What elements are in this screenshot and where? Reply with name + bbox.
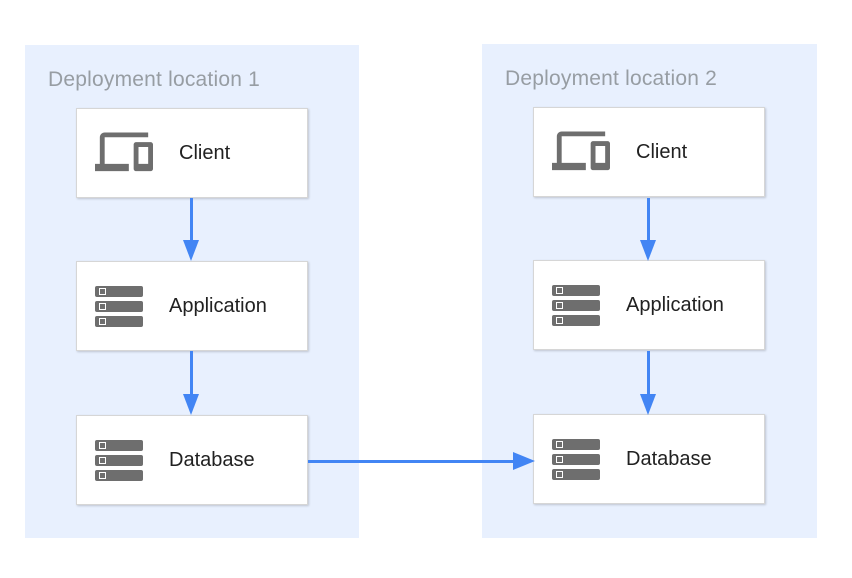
node-label: Database xyxy=(169,448,255,471)
server-stack-icon xyxy=(552,438,600,480)
arrowhead-down-icon xyxy=(183,240,199,261)
devices-icon xyxy=(95,132,153,172)
node-client-1: Client xyxy=(76,108,308,198)
arrowhead-down-icon xyxy=(640,394,656,415)
node-label: Client xyxy=(179,141,231,164)
arrow-client1-to-application1 xyxy=(190,198,193,240)
node-database-2: Database xyxy=(533,414,765,504)
server-stack-icon xyxy=(552,284,600,326)
arrow-database1-to-database2 xyxy=(308,460,513,463)
arrow-client2-to-application2 xyxy=(647,198,650,240)
deployment-zone-1: Deployment location 1 Client Application… xyxy=(25,45,359,538)
node-application-1: Application xyxy=(76,261,308,351)
node-label: Client xyxy=(636,140,688,163)
arrow-application1-to-database1 xyxy=(190,351,193,394)
node-database-1: Database xyxy=(76,415,308,505)
devices-icon xyxy=(552,131,610,171)
zone-title: Deployment location 1 xyxy=(48,68,260,91)
node-label: Application xyxy=(169,294,267,317)
zone-title: Deployment location 2 xyxy=(505,67,717,90)
arrowhead-right-icon xyxy=(513,452,535,470)
node-label: Database xyxy=(626,447,712,470)
arrowhead-down-icon xyxy=(183,394,199,415)
server-stack-icon xyxy=(95,285,143,327)
node-client-2: Client xyxy=(533,107,765,197)
node-label: Application xyxy=(626,293,724,316)
server-stack-icon xyxy=(95,439,143,481)
node-application-2: Application xyxy=(533,260,765,350)
deployment-zone-2: Deployment location 2 Client Application… xyxy=(482,44,817,538)
arrowhead-down-icon xyxy=(640,240,656,261)
arrow-application2-to-database2 xyxy=(647,351,650,394)
